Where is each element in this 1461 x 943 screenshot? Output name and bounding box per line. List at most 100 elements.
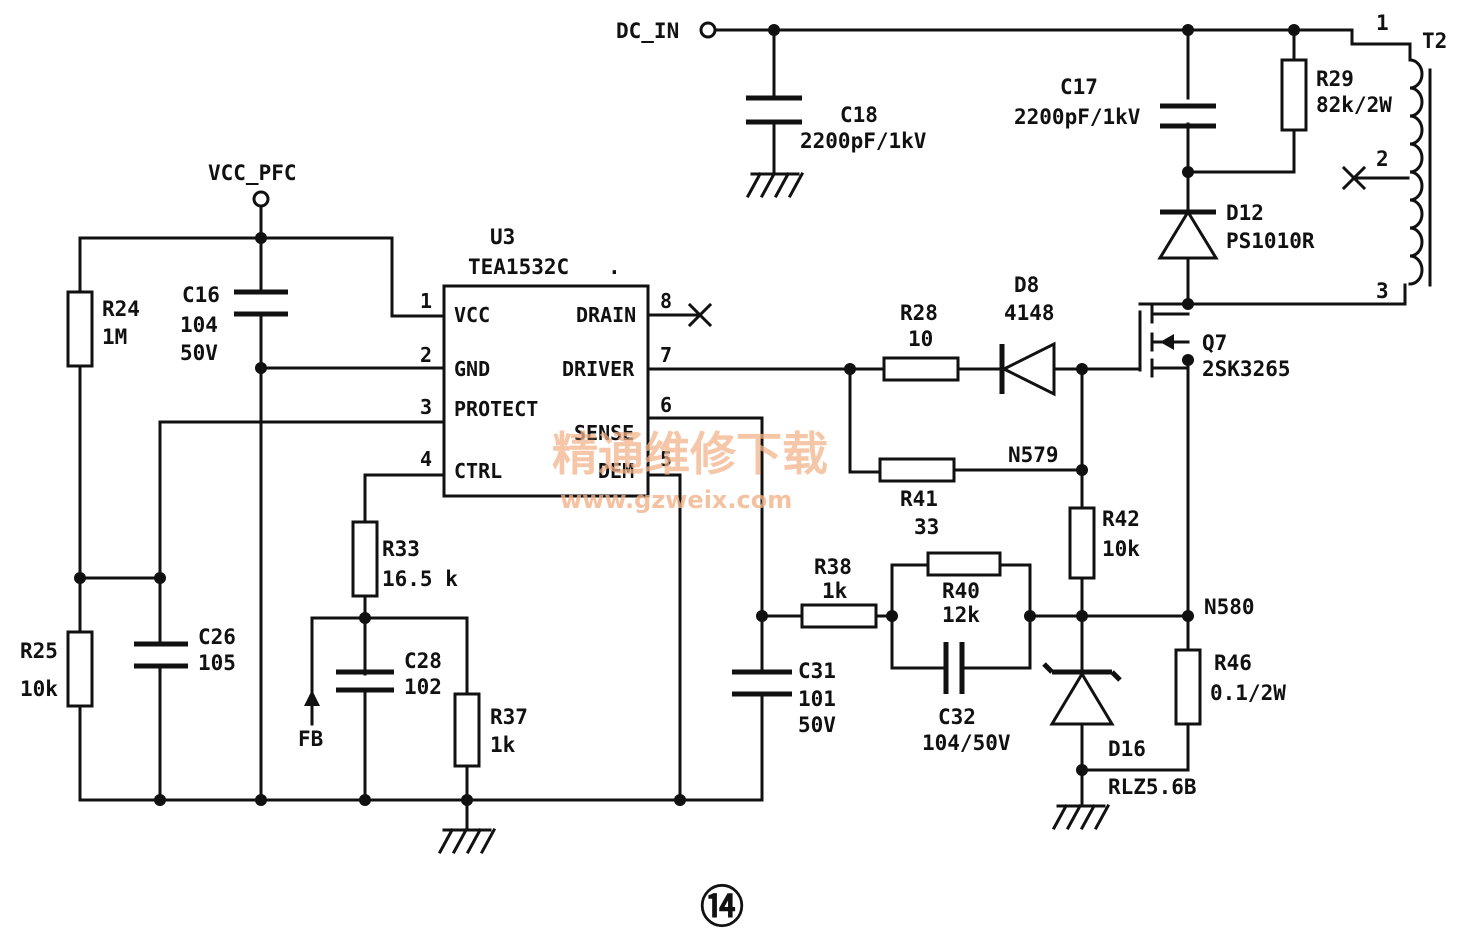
q7-value: 2SK3265	[1202, 357, 1291, 381]
c16-value: 104	[180, 313, 218, 337]
r28-ref: R28	[900, 301, 938, 325]
watermark: 精通维修下载 www.gzweix.com	[552, 427, 828, 514]
pin6-num: 6	[660, 393, 672, 417]
pin2-num: 2	[420, 343, 432, 367]
pin7-name: DRIVER	[562, 357, 635, 381]
net-label-n579: N579	[1008, 443, 1059, 467]
u3-part: TEA1532C	[468, 255, 569, 279]
pin5-name: DEM	[598, 459, 634, 483]
r46-value: 0.1/2W	[1210, 681, 1286, 705]
r28-body	[882, 356, 960, 382]
net-label-vcc-pfc: VCC_PFC	[208, 161, 297, 185]
r38-ref: R38	[814, 555, 852, 579]
c16-rating: 50V	[180, 341, 218, 365]
pin2-name: GND	[454, 357, 490, 381]
r28-value: 10	[908, 327, 933, 351]
r25-value: 10k	[20, 677, 58, 701]
r33-ref: R33	[382, 537, 420, 561]
pin6-name: SENSE	[574, 421, 634, 445]
net-label-fb: FB	[298, 727, 323, 751]
t2-pin2: 2	[1376, 147, 1389, 171]
c26-ref: C26	[198, 625, 236, 649]
r33-value: 16.5 k	[382, 567, 458, 591]
r38-value: 1k	[822, 579, 848, 603]
c18-value: 2200pF/1kV	[800, 129, 927, 153]
r25-ref: R25	[20, 639, 58, 663]
u3-ic	[442, 284, 650, 498]
c26-plates	[134, 641, 188, 669]
c31-value: 101	[798, 687, 836, 711]
pin8-num: 8	[660, 289, 672, 313]
r40-value: 12k	[942, 603, 980, 627]
c17-ref: C17	[1060, 75, 1098, 99]
vcc-pfc-terminal-icon	[252, 190, 270, 208]
r29-value: 82k/2W	[1316, 93, 1392, 117]
q7-mosfet-symbol	[1138, 304, 1190, 378]
no-connect-icon	[1341, 165, 1367, 191]
ground-icon	[1051, 798, 1111, 831]
d12-value: PS1010R	[1226, 229, 1315, 253]
c32-value: 104/50V	[922, 731, 1011, 755]
d8-ref: D8	[1014, 273, 1039, 297]
c26-value: 105	[198, 651, 236, 675]
watermark-url: www.gzweix.com	[560, 486, 792, 514]
c31-rating: 50V	[798, 713, 836, 737]
r40-body	[926, 551, 1002, 577]
wires	[78, 28, 1412, 802]
r33-body	[351, 520, 379, 598]
c28-ref: C28	[404, 649, 442, 673]
pin5-num: 5	[660, 447, 672, 471]
net-label-n580: N580	[1204, 595, 1255, 619]
r41-value: 33	[914, 515, 939, 539]
r40-ref: R40	[942, 579, 980, 603]
ground-icon	[745, 171, 805, 199]
r38-body	[800, 603, 878, 629]
u3-ref: U3	[490, 225, 515, 249]
d12-body	[1157, 209, 1219, 260]
pin7-num: 7	[660, 343, 672, 367]
c17-value: 2200pF/1kV	[1014, 105, 1141, 129]
c32-plates	[943, 642, 965, 694]
pin8-name: DRAIN	[576, 303, 636, 327]
r41-body	[878, 457, 956, 483]
q7-ref: Q7	[1202, 331, 1227, 355]
r29-ref: R29	[1316, 67, 1354, 91]
net-label-dc-in: DC_IN	[616, 19, 679, 43]
d16-body	[1049, 671, 1115, 726]
r24-ref: R24	[102, 297, 140, 321]
c32-ref: C32	[938, 705, 976, 729]
d8-value: 4148	[1004, 301, 1055, 325]
junction-dots	[74, 24, 1300, 806]
resistors	[66, 58, 1308, 768]
terminals	[252, 21, 1367, 726]
t2-pin3: 3	[1376, 279, 1389, 303]
r24-body	[66, 290, 94, 368]
u3-part-mark: .	[608, 255, 621, 279]
r41-ref: R41	[900, 487, 938, 511]
r46-body	[1174, 648, 1202, 726]
c28-plates	[336, 669, 394, 693]
r37-ref: R37	[490, 705, 528, 729]
fb-arrowhead-icon	[304, 690, 320, 706]
c18-plates	[746, 95, 802, 125]
pin1-num: 1	[420, 289, 432, 313]
r42-ref: R42	[1102, 507, 1140, 531]
c16-ref: C16	[182, 283, 220, 307]
r37-value: 1k	[490, 733, 516, 757]
c17-plates	[1160, 103, 1216, 129]
d16-ref: D16	[1108, 737, 1146, 761]
d8-body	[1000, 341, 1056, 397]
pin4-name: CTRL	[454, 459, 502, 483]
c16-plates	[234, 289, 288, 317]
figure-number: ⑭	[700, 882, 744, 933]
r29-body	[1280, 58, 1308, 132]
diodes	[999, 209, 1219, 726]
pin1-name: VCC	[454, 303, 490, 327]
r37-body	[453, 692, 481, 768]
no-connect-icon	[687, 302, 713, 328]
pin3-num: 3	[420, 395, 432, 419]
t2-ref: T2	[1422, 29, 1447, 53]
ground-symbols	[437, 171, 1111, 855]
d16-value: RLZ5.6B	[1108, 775, 1197, 799]
